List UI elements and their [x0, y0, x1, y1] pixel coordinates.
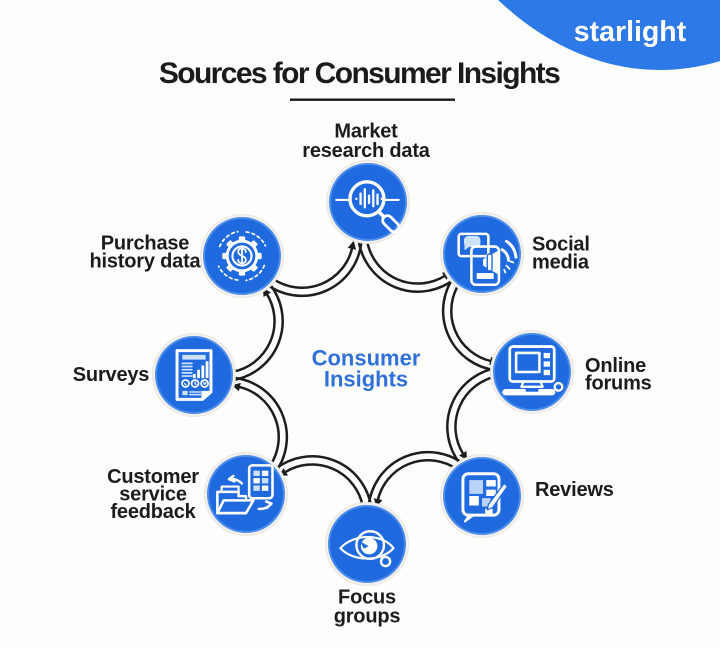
svg-text:media: media	[532, 252, 590, 274]
svg-text:Sources for Consumer Insights: Sources for Consumer Insights	[159, 57, 560, 90]
svg-text:Consumer: Consumer	[312, 346, 421, 371]
svg-text:research data: research data	[302, 140, 431, 162]
svg-text:Surveys: Surveys	[73, 364, 150, 386]
svg-text:Insights: Insights	[324, 367, 408, 392]
svg-text:Market: Market	[334, 121, 398, 143]
svg-text:forums: forums	[585, 373, 652, 395]
svg-text:groups: groups	[334, 606, 401, 628]
svg-text:feedback: feedback	[110, 501, 196, 523]
svg-text:Online: Online	[585, 355, 646, 377]
svg-text:Purchase: Purchase	[101, 233, 190, 255]
svg-text:history data: history data	[90, 251, 202, 273]
svg-text:service: service	[119, 484, 187, 506]
svg-text:Reviews: Reviews	[535, 479, 614, 501]
svg-text:Focus: Focus	[338, 587, 396, 609]
svg-text:starlight: starlight	[574, 16, 687, 48]
svg-text:Customer: Customer	[107, 466, 199, 488]
svg-text:Social: Social	[532, 234, 590, 256]
